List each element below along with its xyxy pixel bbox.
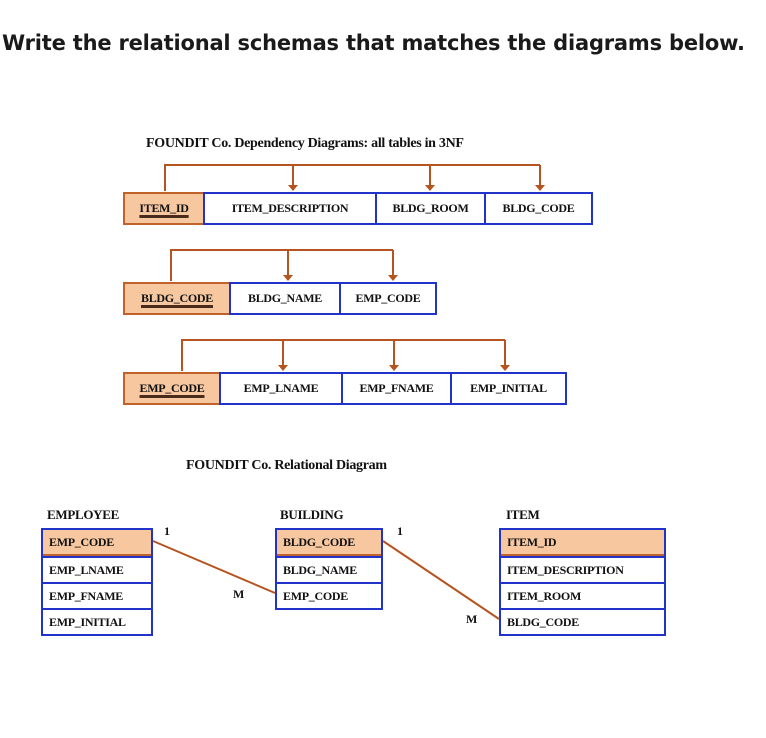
bldg-name-cell: BLDG_NAME bbox=[229, 282, 341, 315]
building-one-cardinality: 1 bbox=[397, 524, 403, 538]
employee-one-cardinality: 1 bbox=[164, 524, 170, 538]
building-many-cardinality: M bbox=[466, 612, 478, 626]
employee-dependency-row: EMP_CODE EMP_LNAME EMP_FNAME EMP_INITIAL bbox=[123, 372, 567, 405]
employee-dependency-arrows bbox=[181, 339, 506, 371]
item-attr: ITEM_ID bbox=[501, 530, 664, 556]
item-arrowheads bbox=[288, 185, 545, 191]
emp-code-key-cell: EMP_CODE bbox=[123, 372, 221, 405]
item-attr: ITEM_ROOM bbox=[501, 582, 664, 608]
building-dependency-arrows bbox=[170, 249, 394, 281]
item-dependency-arrows bbox=[164, 164, 541, 191]
item-bldg-room-cell: BLDG_ROOM bbox=[375, 192, 486, 225]
building-entity: BLDG_CODE BLDG_NAME EMP_CODE bbox=[275, 528, 383, 610]
building-entity-name: BUILDING bbox=[280, 507, 344, 522]
employee-attr: EMP_CODE bbox=[43, 530, 151, 556]
bldg-code-key-cell: BLDG_CODE bbox=[123, 282, 231, 315]
item-attr: ITEM_DESCRIPTION bbox=[501, 556, 664, 582]
employee-attr: EMP_FNAME bbox=[43, 582, 151, 608]
bldg-emp-code-cell: EMP_CODE bbox=[339, 282, 437, 315]
dependency-diagram-title: FOUNDIT Co. Dependency Diagrams: all tab… bbox=[146, 136, 464, 151]
item-description-cell: ITEM_DESCRIPTION bbox=[203, 192, 377, 225]
item-bldg-code-cell: BLDG_CODE bbox=[484, 192, 593, 225]
emp-fname-cell: EMP_FNAME bbox=[341, 372, 452, 405]
item-attr: BLDG_CODE bbox=[501, 608, 664, 634]
building-attr: BLDG_CODE bbox=[277, 530, 381, 556]
building-arrowheads bbox=[283, 275, 398, 281]
relational-diagram-title: FOUNDIT Co. Relational Diagram bbox=[186, 458, 387, 473]
building-attr: EMP_CODE bbox=[277, 582, 381, 608]
employee-many-cardinality: M bbox=[233, 587, 245, 601]
item-entity: ITEM_ID ITEM_DESCRIPTION ITEM_ROOM BLDG_… bbox=[499, 528, 666, 636]
emp-initial-cell: EMP_INITIAL bbox=[450, 372, 567, 405]
employee-arrowheads bbox=[278, 365, 510, 371]
building-attr: BLDG_NAME bbox=[277, 556, 381, 582]
employee-attr: EMP_INITIAL bbox=[43, 608, 151, 634]
question-text: Write the relational schemas that matche… bbox=[2, 31, 745, 55]
employee-attr: EMP_LNAME bbox=[43, 556, 151, 582]
item-dependency-row: ITEM_ID ITEM_DESCRIPTION BLDG_ROOM BLDG_… bbox=[123, 192, 593, 225]
item-id-key-cell: ITEM_ID bbox=[123, 192, 205, 225]
emp-lname-cell: EMP_LNAME bbox=[219, 372, 343, 405]
building-dependency-row: BLDG_CODE BLDG_NAME EMP_CODE bbox=[123, 282, 437, 315]
employee-entity: EMP_CODE EMP_LNAME EMP_FNAME EMP_INITIAL bbox=[41, 528, 153, 636]
item-entity-name: ITEM bbox=[506, 507, 540, 522]
employee-entity-name: EMPLOYEE bbox=[47, 507, 119, 522]
